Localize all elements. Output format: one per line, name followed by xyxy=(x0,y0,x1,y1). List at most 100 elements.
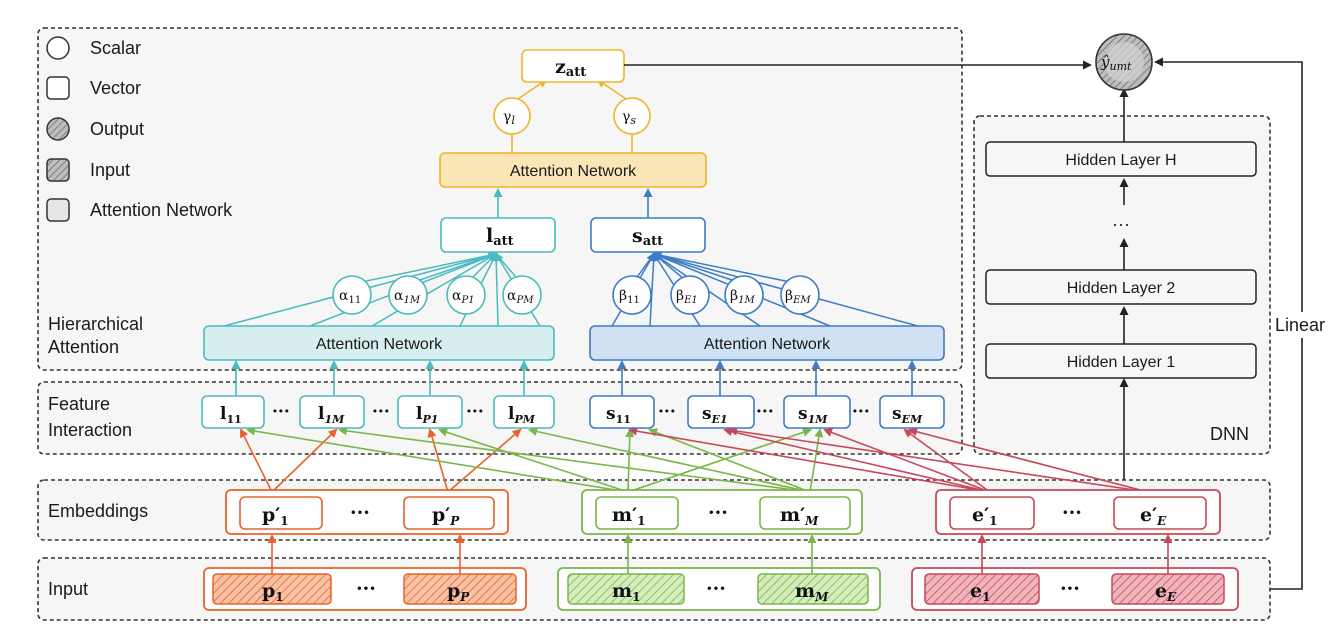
alpha-P1-text: αP1 xyxy=(452,288,475,306)
output-node-inner xyxy=(1104,42,1144,82)
top-attention-network xyxy=(439,152,707,188)
att-to-top-edges xyxy=(493,188,653,218)
alpha-weights: α11 α1M αP1 αPM xyxy=(332,275,542,315)
feature-l-dots-2: ··· xyxy=(372,402,390,422)
legend-vector-label: Vector xyxy=(90,78,141,98)
alpha-PM xyxy=(502,275,542,315)
hidden-layer-H-label: Hidden Layer H xyxy=(1065,152,1176,169)
embedding-e1 xyxy=(949,496,1035,530)
legend-output-label: Output xyxy=(90,119,144,139)
gamma-l-text: γl xyxy=(503,109,515,127)
feature-sEM-text: sEM xyxy=(892,404,923,426)
gamma-s xyxy=(613,97,651,135)
region-label-dnn: DNN xyxy=(1210,424,1249,444)
beta-EM-text: βEM xyxy=(785,288,811,306)
embedding-pP-text: p′P xyxy=(432,504,460,528)
right-attention-label: Attention Network xyxy=(704,336,831,353)
embedding-m1-text: m′1 xyxy=(612,504,645,528)
feature-s1M xyxy=(783,395,851,429)
embedding-p-dots: ··· xyxy=(350,502,370,524)
feature-s1M-text: s1M xyxy=(798,404,828,426)
feature-s-dots-3: ··· xyxy=(852,402,870,422)
legend-scalar-label: Scalar xyxy=(90,38,141,58)
beta-11-text: β11 xyxy=(619,288,640,306)
input-mM xyxy=(757,573,869,605)
embeddings-row: p′1 ··· p′P m′1 ··· m′M e′1 ··· e′E xyxy=(225,489,1221,535)
beta-weights: β11 βE1 β1M βEM xyxy=(612,275,820,315)
hidden-layer-H xyxy=(985,141,1257,177)
beta-E1 xyxy=(670,275,710,315)
region-label-feature: Feature xyxy=(48,394,110,414)
embedding-mM-text: m′M xyxy=(780,504,819,528)
feature-s11-text: s11 xyxy=(606,404,631,426)
legend-vector-icon xyxy=(46,76,70,100)
embedding-m1 xyxy=(595,496,679,530)
legend-output-icon xyxy=(46,117,70,141)
embedding-eE xyxy=(1113,496,1207,530)
legend-scalar-icon xyxy=(46,36,70,60)
embedding-mM xyxy=(759,496,851,530)
output-node-text: ŷumt xyxy=(1100,53,1132,73)
input-eE-text: eE xyxy=(1155,580,1177,604)
feature-interaction-edges xyxy=(240,426,1149,493)
top-attention-label: Attention Network xyxy=(510,163,637,180)
right-attention-network xyxy=(589,325,945,361)
alpha-P1 xyxy=(446,275,486,315)
hidden-layer-1 xyxy=(985,343,1257,379)
legend-attention-label: Attention Network xyxy=(90,200,233,220)
alpha-11-text: α11 xyxy=(339,288,361,306)
z-att-text: zatt xyxy=(555,56,586,80)
left-attention-network xyxy=(203,325,555,361)
input-p1-text: p1 xyxy=(262,580,284,604)
region-label-attention: Attention xyxy=(48,337,119,357)
embedding-p1-text: p′1 xyxy=(262,504,289,528)
feature-lPM-text: lPM xyxy=(508,404,536,426)
feature-lP1-text: lP1 xyxy=(416,404,438,426)
embedding-m-dots: ··· xyxy=(708,502,728,524)
legend-input-icon xyxy=(46,158,70,182)
s-att-text: satt xyxy=(632,225,663,249)
hidden-layer-1-label: Hidden Layer 1 xyxy=(1067,354,1176,371)
input-embedding-edges xyxy=(267,534,1173,574)
input-p-dots: ··· xyxy=(356,578,376,600)
beta-11 xyxy=(612,275,652,315)
region-label-input: Input xyxy=(48,579,88,599)
gamma-s-text: γs xyxy=(622,109,636,127)
embedding-e1-text: e′1 xyxy=(972,504,997,528)
feature-l11-text: l11 xyxy=(220,404,242,426)
feature-row: l11 ··· l1M ··· lP1 ··· lPM s11 ··· sE1 … xyxy=(201,395,945,429)
hidden-layer-2 xyxy=(985,269,1257,305)
hidden-layer-2-label: Hidden Layer 2 xyxy=(1067,280,1176,297)
alpha-PM-text: αPM xyxy=(507,288,534,306)
l-att-text: latt xyxy=(486,225,514,249)
feature-sE1-text: sE1 xyxy=(702,404,728,426)
legend: Scalar Vector Output Input Attention Net… xyxy=(46,36,233,222)
feature-l1M xyxy=(299,395,365,429)
feature-l1M-text: l1M xyxy=(318,404,345,426)
feature-attention-edges xyxy=(231,360,917,396)
legend-attention-icon xyxy=(46,198,70,222)
hierarchical-attention-region xyxy=(37,27,963,371)
region-label-interaction: Interaction xyxy=(48,420,132,440)
input-m1 xyxy=(567,573,685,605)
alpha-1M-text: α1M xyxy=(394,288,421,306)
input-m1-text: m1 xyxy=(612,580,640,604)
legend-input-label: Input xyxy=(90,160,130,180)
input-mM-text: mM xyxy=(795,580,829,604)
left-attention-label: Attention Network xyxy=(316,336,443,353)
input-pP-text: pP xyxy=(447,580,470,604)
input-e-dots: ··· xyxy=(1060,578,1080,600)
alpha-11 xyxy=(332,275,372,315)
alpha-1M xyxy=(388,275,428,315)
z-att-box xyxy=(521,49,625,83)
beta-E1-text: βE1 xyxy=(676,288,698,306)
embedding-e-dots: ··· xyxy=(1062,502,1082,524)
feature-s-dots-1: ··· xyxy=(658,402,676,422)
dnn-dots: ··· xyxy=(1112,214,1130,234)
gamma-l xyxy=(493,97,531,135)
beta-1M xyxy=(724,275,764,315)
linear-label: Linear xyxy=(1275,315,1325,335)
beta-EM xyxy=(780,275,820,315)
region-label-embeddings: Embeddings xyxy=(48,501,148,521)
